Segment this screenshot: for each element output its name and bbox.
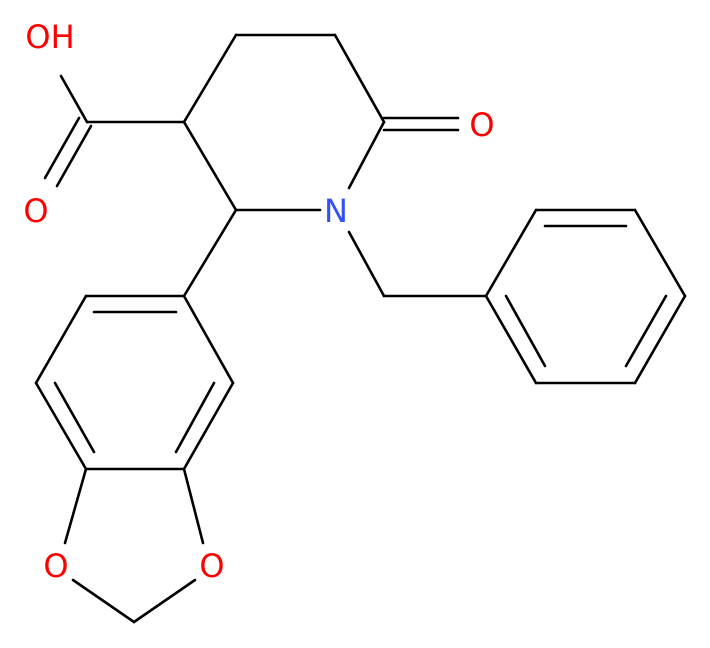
atom-label-dioxole-o-left: O [43, 547, 68, 585]
bond-ar-3 [34, 381, 88, 471]
bond-c2-c3 [182, 120, 238, 212]
bond-ar-inner-3 [174, 381, 216, 454]
bond-c2-aryl [182, 208, 238, 298]
bond-ar-o-left [63, 467, 88, 545]
bond-ar-inner-2 [53, 381, 96, 454]
atom-label-dioxole-o-right: O [199, 547, 224, 585]
bond-ar-6 [182, 294, 235, 385]
bond-ph-3 [633, 208, 687, 298]
atom-label-ring-n: N [324, 192, 348, 230]
bond-c5-c6 [333, 33, 386, 124]
bond-c-o-double-a [55, 124, 93, 188]
atom-label-hydroxyl-o: OH [25, 18, 74, 56]
bond-ph-inner-3 [504, 294, 547, 368]
bond-ar-2 [34, 294, 88, 385]
bond-ph-6 [484, 294, 538, 385]
atom-label-carbonyl-o-acid: O [23, 192, 48, 230]
bond-n-ch2 [347, 230, 386, 298]
bond-layer [34, 33, 687, 624]
bond-ph-1 [484, 208, 538, 298]
bond-ph-inner-2 [624, 294, 668, 368]
bond-c-o-double-b [43, 116, 81, 180]
bond-c3-c4 [182, 33, 238, 124]
atom-label-carbonyl-o-ring: O [469, 106, 494, 144]
bond-c-oh [59, 74, 89, 124]
bond-ph-4 [633, 294, 687, 385]
bond-c6-n [347, 120, 386, 190]
bond-ar-5 [182, 381, 235, 471]
bond-o-right-ar [182, 467, 205, 545]
bond-o-left-ch2 [71, 578, 136, 624]
bond-ch2-o-right [132, 578, 197, 624]
